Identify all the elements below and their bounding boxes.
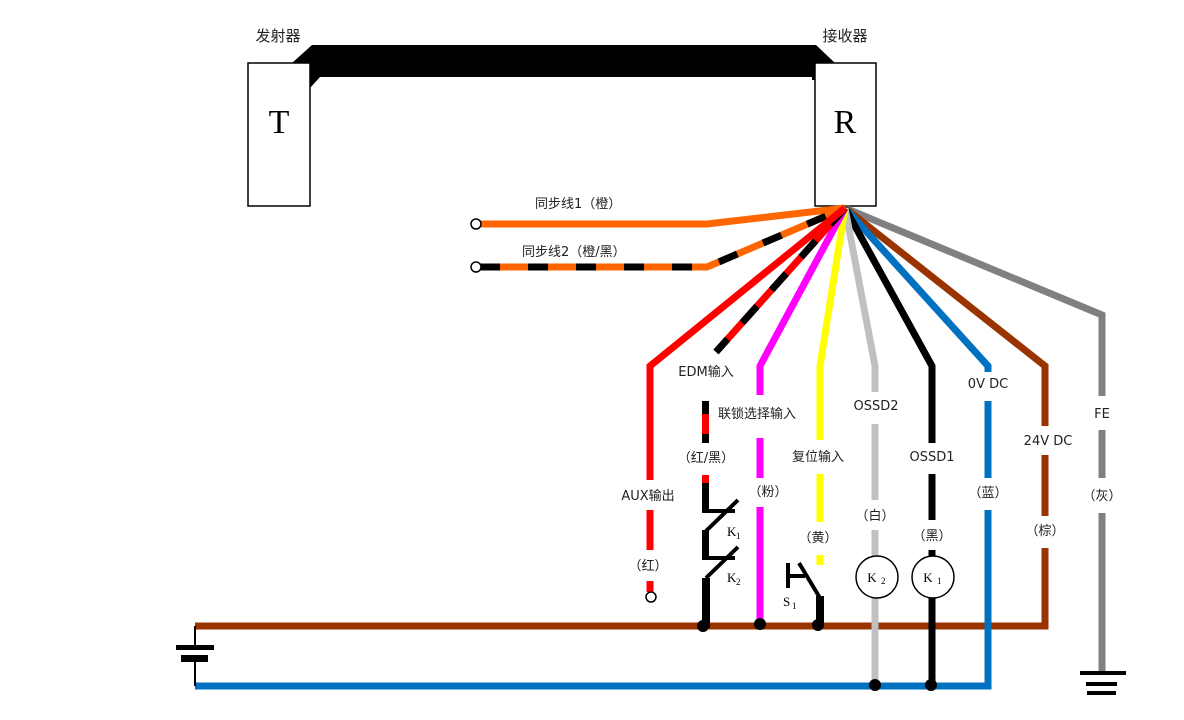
aux-label: AUX输出 xyxy=(621,488,674,504)
aux-wire xyxy=(646,205,848,480)
24v-wire-bottom xyxy=(195,548,1049,630)
ossd2-wire xyxy=(841,207,879,392)
sync-wire-1 xyxy=(480,204,846,228)
interlock-wire-top xyxy=(702,401,709,414)
0v-wire-bottom xyxy=(195,510,992,690)
0v-wire xyxy=(842,205,992,372)
reset-wire xyxy=(816,207,849,440)
interlock-label: 联锁选择输入 xyxy=(718,406,796,422)
aux-terminal xyxy=(645,591,657,603)
receiver-letter: R xyxy=(834,104,857,141)
svg-text:K: K xyxy=(923,570,933,585)
fe-wire xyxy=(843,204,1106,396)
coil-k2: K 2 xyxy=(855,555,899,599)
junction-dot xyxy=(754,618,766,630)
contact-k1-k2-icon xyxy=(702,483,740,628)
svg-text:1: 1 xyxy=(937,576,942,586)
edm-label: EDM输入 xyxy=(678,364,733,380)
svg-text:2: 2 xyxy=(881,576,886,586)
transmitter-title: 发射器 xyxy=(255,27,300,45)
interlock-wire-mid-red xyxy=(702,475,709,483)
s1-sub: 1 xyxy=(792,601,797,611)
svg-text:K: K xyxy=(867,570,877,585)
junction-dot xyxy=(812,619,824,631)
junction-dot xyxy=(697,620,709,632)
0v-label: 0V DC xyxy=(968,377,1008,392)
aux-color-label: （红） xyxy=(628,558,667,574)
s1-label: S xyxy=(783,594,790,609)
sync-wire-2 xyxy=(480,204,847,271)
interlock-wire-top-red xyxy=(702,414,709,434)
sync-wire-1-label: 同步线1（橙） xyxy=(535,197,621,212)
interlock-color-label: （红/黑） xyxy=(678,450,734,466)
reset-color-label: （黄） xyxy=(798,531,837,546)
k1-label: K xyxy=(727,524,737,539)
fe-label: FE xyxy=(1094,407,1110,422)
ossd1-wire xyxy=(841,206,936,443)
k1-sub: 1 xyxy=(736,531,741,541)
transmitter-letter: T xyxy=(269,104,290,141)
sync-wire-2-terminal xyxy=(470,261,482,273)
coil-k1: K 1 xyxy=(911,555,955,599)
ossd2-label: OSSD2 xyxy=(853,399,898,414)
sync-wire-2-label: 同步线2（橙/黑） xyxy=(522,245,626,260)
ground-icon xyxy=(1080,671,1126,695)
sync-wire-1-terminal xyxy=(470,218,482,230)
connecting-cable xyxy=(292,45,835,88)
24v-color-label: （棕） xyxy=(1025,524,1064,539)
battery-icon xyxy=(176,626,214,686)
ossd1-color-label: （黑） xyxy=(912,529,951,544)
ossd1-label: OSSD1 xyxy=(909,450,954,465)
fe-color-label: （灰） xyxy=(1082,489,1121,504)
edm-wire-dashes xyxy=(713,205,848,355)
interlock-wire-top-black xyxy=(702,434,709,443)
pink-color-label: （粉） xyxy=(748,485,787,500)
ossd2-color-label: （白） xyxy=(855,508,894,524)
24v-wire xyxy=(842,205,1049,426)
k2-sub: 2 xyxy=(736,577,741,587)
junction-dot xyxy=(925,679,937,691)
receiver-box xyxy=(814,62,877,207)
reset-label: 复位输入 xyxy=(792,449,844,465)
switch-s1-icon xyxy=(786,561,824,626)
0v-color-label: （蓝） xyxy=(968,486,1007,501)
k2-label: K xyxy=(727,570,737,585)
24v-label: 24V DC xyxy=(1024,434,1073,449)
pink-wire xyxy=(756,206,849,395)
junction-dot xyxy=(869,679,881,691)
transmitter-box xyxy=(247,62,311,207)
receiver-title: 接收器 xyxy=(822,27,867,45)
